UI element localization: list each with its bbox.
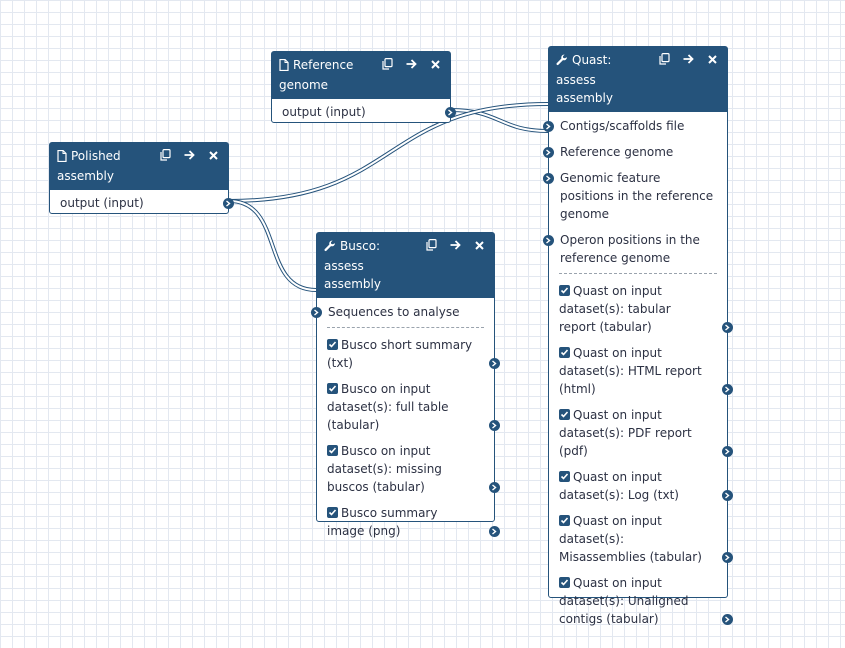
node-input-row: Operon positions in the reference genome: [543, 227, 727, 271]
node-title: Polished assembly: [57, 147, 221, 185]
node-title: Quast: assess assembly: [556, 51, 720, 107]
node-output-row: Busco summary image (png): [317, 500, 500, 544]
input-label: Sequences to analyse: [328, 305, 460, 319]
arrow-right-icon[interactable]: [182, 148, 196, 162]
output-label: Quast on input dataset(s): tabular repor…: [559, 284, 671, 334]
input-terminal[interactable]: [311, 307, 322, 318]
output-terminal[interactable]: [223, 198, 234, 209]
checkbox-icon[interactable]: [327, 507, 338, 518]
close-icon[interactable]: [705, 52, 719, 66]
wrench-icon: [556, 53, 568, 71]
copy-icon[interactable]: [424, 238, 438, 252]
checkbox-icon[interactable]: [327, 383, 338, 394]
node-header[interactable]: Reference genome: [272, 52, 450, 99]
node-output-row: Quast on input dataset(s): HTML report (…: [549, 340, 733, 402]
node-title-text: Polished assembly: [57, 149, 121, 183]
close-icon[interactable]: [472, 238, 486, 252]
output-label: output (input): [282, 105, 366, 119]
file-icon: [57, 149, 67, 167]
input-label: Operon positions in the reference genome: [560, 233, 700, 265]
wrench-icon: [324, 239, 336, 257]
node-output-row: Busco short summary (txt): [317, 332, 500, 376]
connection-reference-to-quast: [450, 108, 549, 133]
arrow-right-icon[interactable]: [681, 52, 695, 66]
output-label: Quast on input dataset(s): PDF report (p…: [559, 408, 692, 458]
node-output-row: Busco on input dataset(s): missing busco…: [317, 438, 500, 500]
output-terminal[interactable]: [489, 358, 500, 369]
checkbox-icon[interactable]: [327, 445, 338, 456]
checkbox-icon[interactable]: [559, 285, 570, 296]
output-label: Quast on input dataset(s): HTML report (…: [559, 346, 702, 396]
arrow-right-icon[interactable]: [404, 57, 418, 71]
input-label: Contigs/scaffolds file: [560, 119, 685, 133]
input-terminal[interactable]: [543, 235, 554, 246]
node-polished-assembly[interactable]: Polished assembly output (input): [49, 142, 234, 216]
checkbox-icon[interactable]: [559, 409, 570, 420]
output-terminal[interactable]: [722, 384, 733, 395]
node-header[interactable]: Polished assembly: [50, 143, 228, 190]
node-title: Busco: assess assembly: [324, 237, 487, 293]
node-busco[interactable]: Busco: assess assembly Sequences to anal…: [311, 232, 500, 538]
connection-polished-to-quast: [228, 102, 549, 203]
node-title-text: Busco: assess assembly: [324, 239, 381, 291]
output-terminal[interactable]: [722, 322, 733, 333]
copy-icon[interactable]: [158, 148, 172, 162]
node-output-row: Quast on input dataset(s): Log (txt): [549, 464, 733, 508]
output-terminal[interactable]: [445, 107, 456, 118]
node-output-row: Quast on input dataset(s): Unaligned con…: [549, 570, 733, 632]
output-terminal[interactable]: [489, 482, 500, 493]
copy-icon[interactable]: [657, 52, 671, 66]
input-label: Reference genome: [560, 145, 674, 159]
output-label: Quast on input dataset(s): Log (txt): [559, 470, 679, 502]
node-output-row: Busco on input dataset(s): full table (t…: [317, 376, 500, 438]
node-output-row: Quast on input dataset(s): tabular repor…: [549, 278, 733, 340]
node-quast[interactable]: Quast: assess assembly Contigs/scaffolds…: [543, 46, 733, 626]
output-label: Busco on input dataset(s): full table (t…: [327, 382, 449, 432]
output-terminal[interactable]: [722, 490, 733, 501]
output-label: Busco on input dataset(s): missing busco…: [327, 444, 442, 494]
input-terminal[interactable]: [543, 173, 554, 184]
output-label: Quast on input dataset(s): Unaligned con…: [559, 576, 689, 626]
node-output-row: output (input): [50, 190, 234, 216]
arrow-right-icon[interactable]: [448, 238, 462, 252]
output-terminal[interactable]: [722, 446, 733, 457]
node-output-row: Quast on input dataset(s): PDF report (p…: [549, 402, 733, 464]
node-input-row: Sequences to analyse: [311, 298, 494, 325]
checkbox-icon[interactable]: [559, 515, 570, 526]
divider: [327, 327, 484, 328]
checkbox-icon[interactable]: [559, 577, 570, 588]
output-label: output (input): [60, 196, 144, 210]
output-terminal[interactable]: [722, 552, 733, 563]
node-title: Reference genome: [279, 56, 443, 94]
node-header[interactable]: Busco: assess assembly: [317, 233, 494, 298]
node-header[interactable]: Quast: assess assembly: [549, 47, 727, 112]
divider: [559, 273, 717, 274]
checkbox-icon[interactable]: [559, 347, 570, 358]
output-label: Quast on input dataset(s): Misassemblies…: [559, 514, 702, 564]
input-terminal[interactable]: [543, 147, 554, 158]
node-title-text: Reference genome: [279, 58, 354, 92]
output-terminal[interactable]: [722, 614, 733, 625]
input-label: Genomic feature positions in the referen…: [560, 171, 714, 221]
output-label: Busco short summary (txt): [327, 338, 473, 370]
output-label: Busco summary image (png): [327, 506, 438, 538]
copy-icon[interactable]: [380, 57, 394, 71]
close-icon[interactable]: [206, 148, 220, 162]
input-terminal[interactable]: [543, 121, 554, 132]
node-reference-genome[interactable]: Reference genome output (input): [271, 51, 456, 125]
node-input-row: Genomic feature positions in the referen…: [543, 165, 727, 227]
connection-polished-to-busco: [228, 199, 317, 292]
node-input-row: Contigs/scaffolds file: [543, 112, 727, 139]
checkbox-icon[interactable]: [559, 471, 570, 482]
node-input-row: Reference genome: [543, 139, 727, 165]
node-title-text: Quast: assess assembly: [556, 53, 613, 105]
node-output-row: Quast on input dataset(s): Misassemblies…: [549, 508, 733, 570]
output-terminal[interactable]: [489, 420, 500, 431]
output-terminal[interactable]: [489, 526, 500, 537]
file-icon: [279, 58, 289, 76]
node-output-row: output (input): [272, 99, 456, 125]
close-icon[interactable]: [428, 57, 442, 71]
checkbox-icon[interactable]: [327, 339, 338, 350]
